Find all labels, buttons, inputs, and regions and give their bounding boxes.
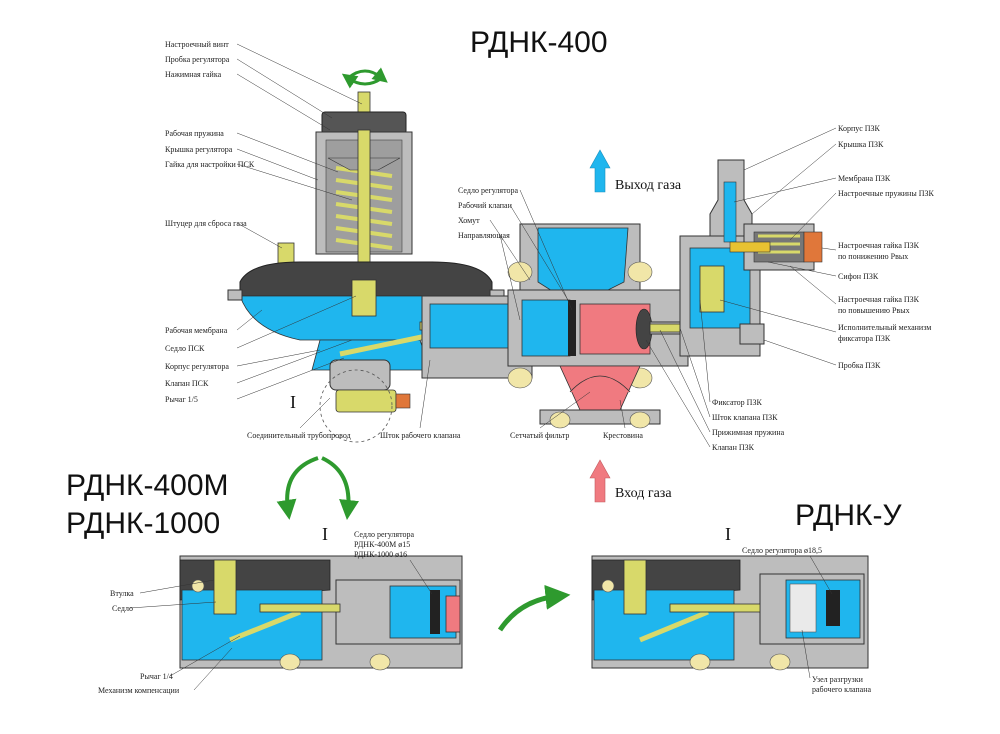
label-seat: Седло [112,604,133,613]
bottom-labels: Соединительный трубопровод Шток рабочего… [247,398,785,452]
right-leader-lines [719,127,837,366]
label-pzk-plug: Пробка ПЗК [838,361,881,370]
pzk-plug [739,323,765,345]
label-pzk-nut-down-2: по понижению Pвых [838,252,908,261]
center-labels: Седло регулятора Рабочий клапан Хомут На… [458,186,573,321]
label-vent-fitting: Штуцер для сброса газа [165,219,247,228]
label-pzk-nut-up-2: по повышению Pвых [838,306,910,315]
rotate-arrow-icon [341,67,388,89]
main-regulator [227,91,761,429]
inset-a-labels: Седло регулятора РДНК-400М ø15 РДНК-1000… [98,530,433,695]
label-psk-valve: Клапан ПСК [165,379,209,388]
outlet-arrow-icon [589,149,611,193]
pzk-assembly [679,159,823,357]
label-guide: Направляющая [458,231,510,240]
label-cross: Крестовина [603,431,643,440]
detail-mark-main: I [290,392,296,412]
label-pzk-actuator-2: фиксатора ПЗК [838,334,891,343]
label-working-valve: Рабочий клапан [458,201,513,210]
label-regulator-plug: Пробка регулятора [165,55,230,64]
label-lever-1-5: Рычаг 1/5 [165,395,198,404]
unload-unit [789,583,817,633]
detail-mark-inset-a: I [322,524,328,544]
mesh-filter [569,375,631,393]
detail-mark-inset-b: I [725,524,731,544]
label-pzk-siphon: Сифон ПЗК [838,272,879,281]
label-pzk-cover: Крышка ПЗК [838,140,884,149]
relief-seat [351,279,377,317]
label-inset-a-seat: Седло регулятора [354,530,414,539]
inlet-label: Вход газа [615,486,672,501]
diaphragm-housing [239,261,493,297]
working-valve [568,300,576,356]
connecting-pipe [335,389,397,413]
label-mesh-filter: Сетчатый фильтр [510,431,569,440]
right-labels: Корпус ПЗК Крышка ПЗК Мембрана ПЗК Настр… [838,124,934,370]
inlet-arrow-icon [589,459,611,503]
pzk-diaphragm [723,181,737,243]
label-inset-b-seat: Седло регулятора ø18,5 [742,546,822,555]
label-bushing: Втулка [110,589,134,598]
left-labels: Настроечный винт Пробка регулятора Нажим… [165,40,255,404]
label-pressure-nut: Нажимная гайка [165,70,222,79]
inset-rdnk-u [591,555,869,671]
label-psk-seat: Седло ПСК [165,344,205,353]
inset-arrows-icon [276,456,571,632]
inset-b-labels: Седло регулятора ø18,5 Узел разгрузки ра… [742,546,872,694]
pzk-actuator [699,265,725,313]
label-pzk-latch: Фиксатор ПЗК [712,398,762,407]
title-rdnk-400: РДНК-400 [470,26,608,59]
label-psk-nut: Гайка для настройки ПСК [165,160,255,169]
outlet-label: Выход газа [615,178,682,193]
label-working-diaphragm: Рабочая мембрана [165,326,228,335]
label-pzk-body: Корпус ПЗК [838,124,881,133]
label-regulator-body: Корпус регулятора [165,362,229,371]
label-unload-2: рабочего клапана [812,685,872,694]
left-leader-lines [236,43,363,400]
label-pzk-springs: Настроечные пружины ПЗК [838,189,934,198]
label-pzk-nut-down: Настроечная гайка ПЗК [838,241,920,250]
label-compensation: Механизм компенсации [98,686,180,695]
label-pzk-stem: Шток клапана ПЗК [712,413,778,422]
label-adjusting-screw: Настроечный винт [165,40,229,49]
label-regulator-cover: Крышка регулятора [165,145,233,154]
label-pzk-diaphragm: Мембрана ПЗК [838,174,891,183]
bottom-leader-lines [299,299,711,448]
label-pzk-valve: Клапан ПЗК [712,443,755,452]
label-connecting-pipe: Соединительный трубопровод [247,431,351,440]
label-lever-1-4: Рычаг 1/4 [140,672,173,681]
label-inset-a-400m: РДНК-400М ø15 [354,540,410,549]
lever-1-5 [339,331,437,357]
pzk-adjust-nut [803,231,823,263]
title-rdnk-1000: РДНК-1000 [66,507,220,540]
inset-rdnk-400m [179,555,463,671]
label-working-spring: Рабочая пружина [165,129,224,138]
title-rdnk-400m: РДНК-400М [66,469,229,502]
label-pzk-actuator: Исполнительный механизм [838,323,931,332]
label-inset-a-1000: РДНК-1000 ø16 [354,550,407,559]
label-pressure-spring: Прижимная пружина [712,428,785,437]
label-pzk-nut-up: Настроечная гайка ПЗК [838,295,920,304]
label-clamp: Хомут [458,216,480,225]
label-regulator-seat: Седло регулятора [458,186,518,195]
label-valve-stem: Шток рабочего клапана [380,431,461,440]
label-unload-1: Узел разгрузки [812,675,864,684]
title-rdnk-u: РДНК-У [795,499,902,532]
